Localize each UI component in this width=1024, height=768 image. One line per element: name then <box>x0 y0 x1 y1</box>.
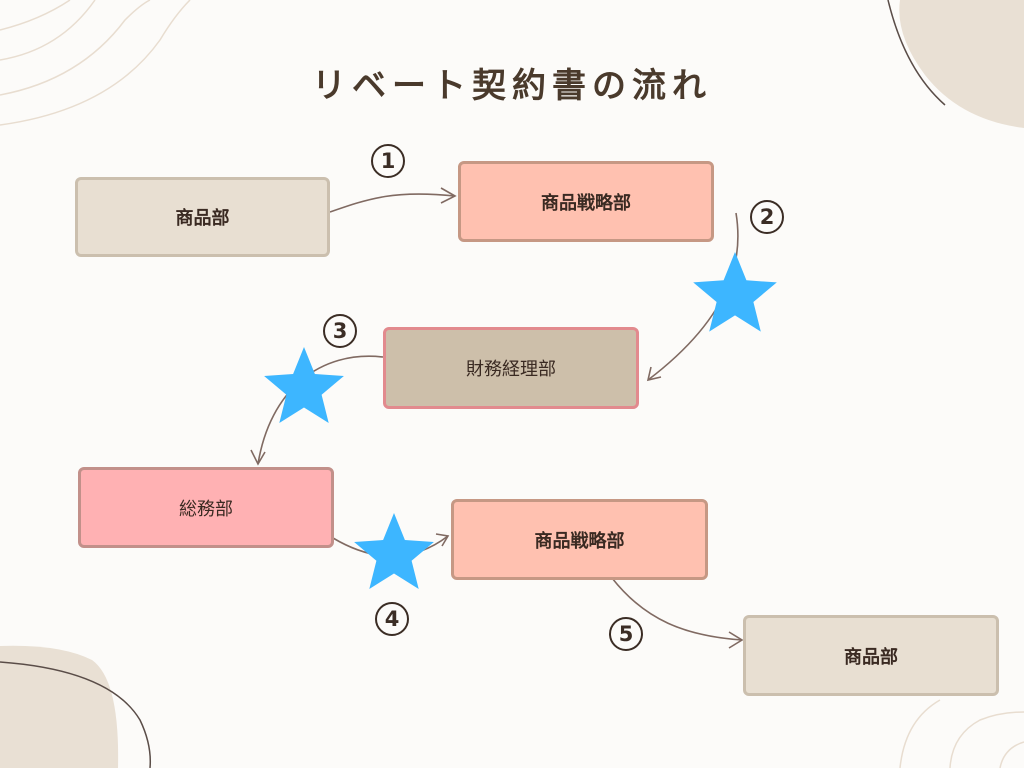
node-merchandise-dept-2: 商品部 <box>743 615 999 696</box>
connector-4-head <box>435 533 450 547</box>
connector-5 <box>611 577 743 641</box>
star-icon <box>354 513 434 589</box>
node-product-strategy-dept-2: 商品戦略部 <box>451 499 708 580</box>
connector-3-head <box>250 449 266 466</box>
step-badge-1: 1 <box>371 144 405 178</box>
corner-blob-bottom-left <box>0 645 119 768</box>
node-finance-accounting-dept: 財務経理部 <box>383 327 639 409</box>
star-icon <box>693 252 777 332</box>
contour-lines-bottom-right <box>899 699 1024 768</box>
connector-2-head <box>646 366 662 382</box>
corner-line-bottom-left <box>0 661 152 768</box>
connector-5-head <box>728 631 744 649</box>
page-title: リベート契約書の流れ <box>312 66 712 106</box>
connector-1-head <box>440 187 457 204</box>
connector-1 <box>329 193 456 213</box>
step-badge-5: 5 <box>609 617 643 651</box>
star-icon <box>264 347 344 423</box>
contour-lines-top-left <box>0 0 191 126</box>
step-badge-4: 4 <box>375 602 409 636</box>
step-badge-2: 2 <box>750 200 784 234</box>
node-merchandise-dept: 商品部 <box>75 177 330 257</box>
node-general-affairs-dept: 総務部 <box>78 467 334 548</box>
corner-line-top-right <box>887 0 946 106</box>
corner-blob-top-right <box>899 0 1024 128</box>
step-badge-3: 3 <box>323 314 357 348</box>
node-product-strategy-dept: 商品戦略部 <box>458 161 714 242</box>
